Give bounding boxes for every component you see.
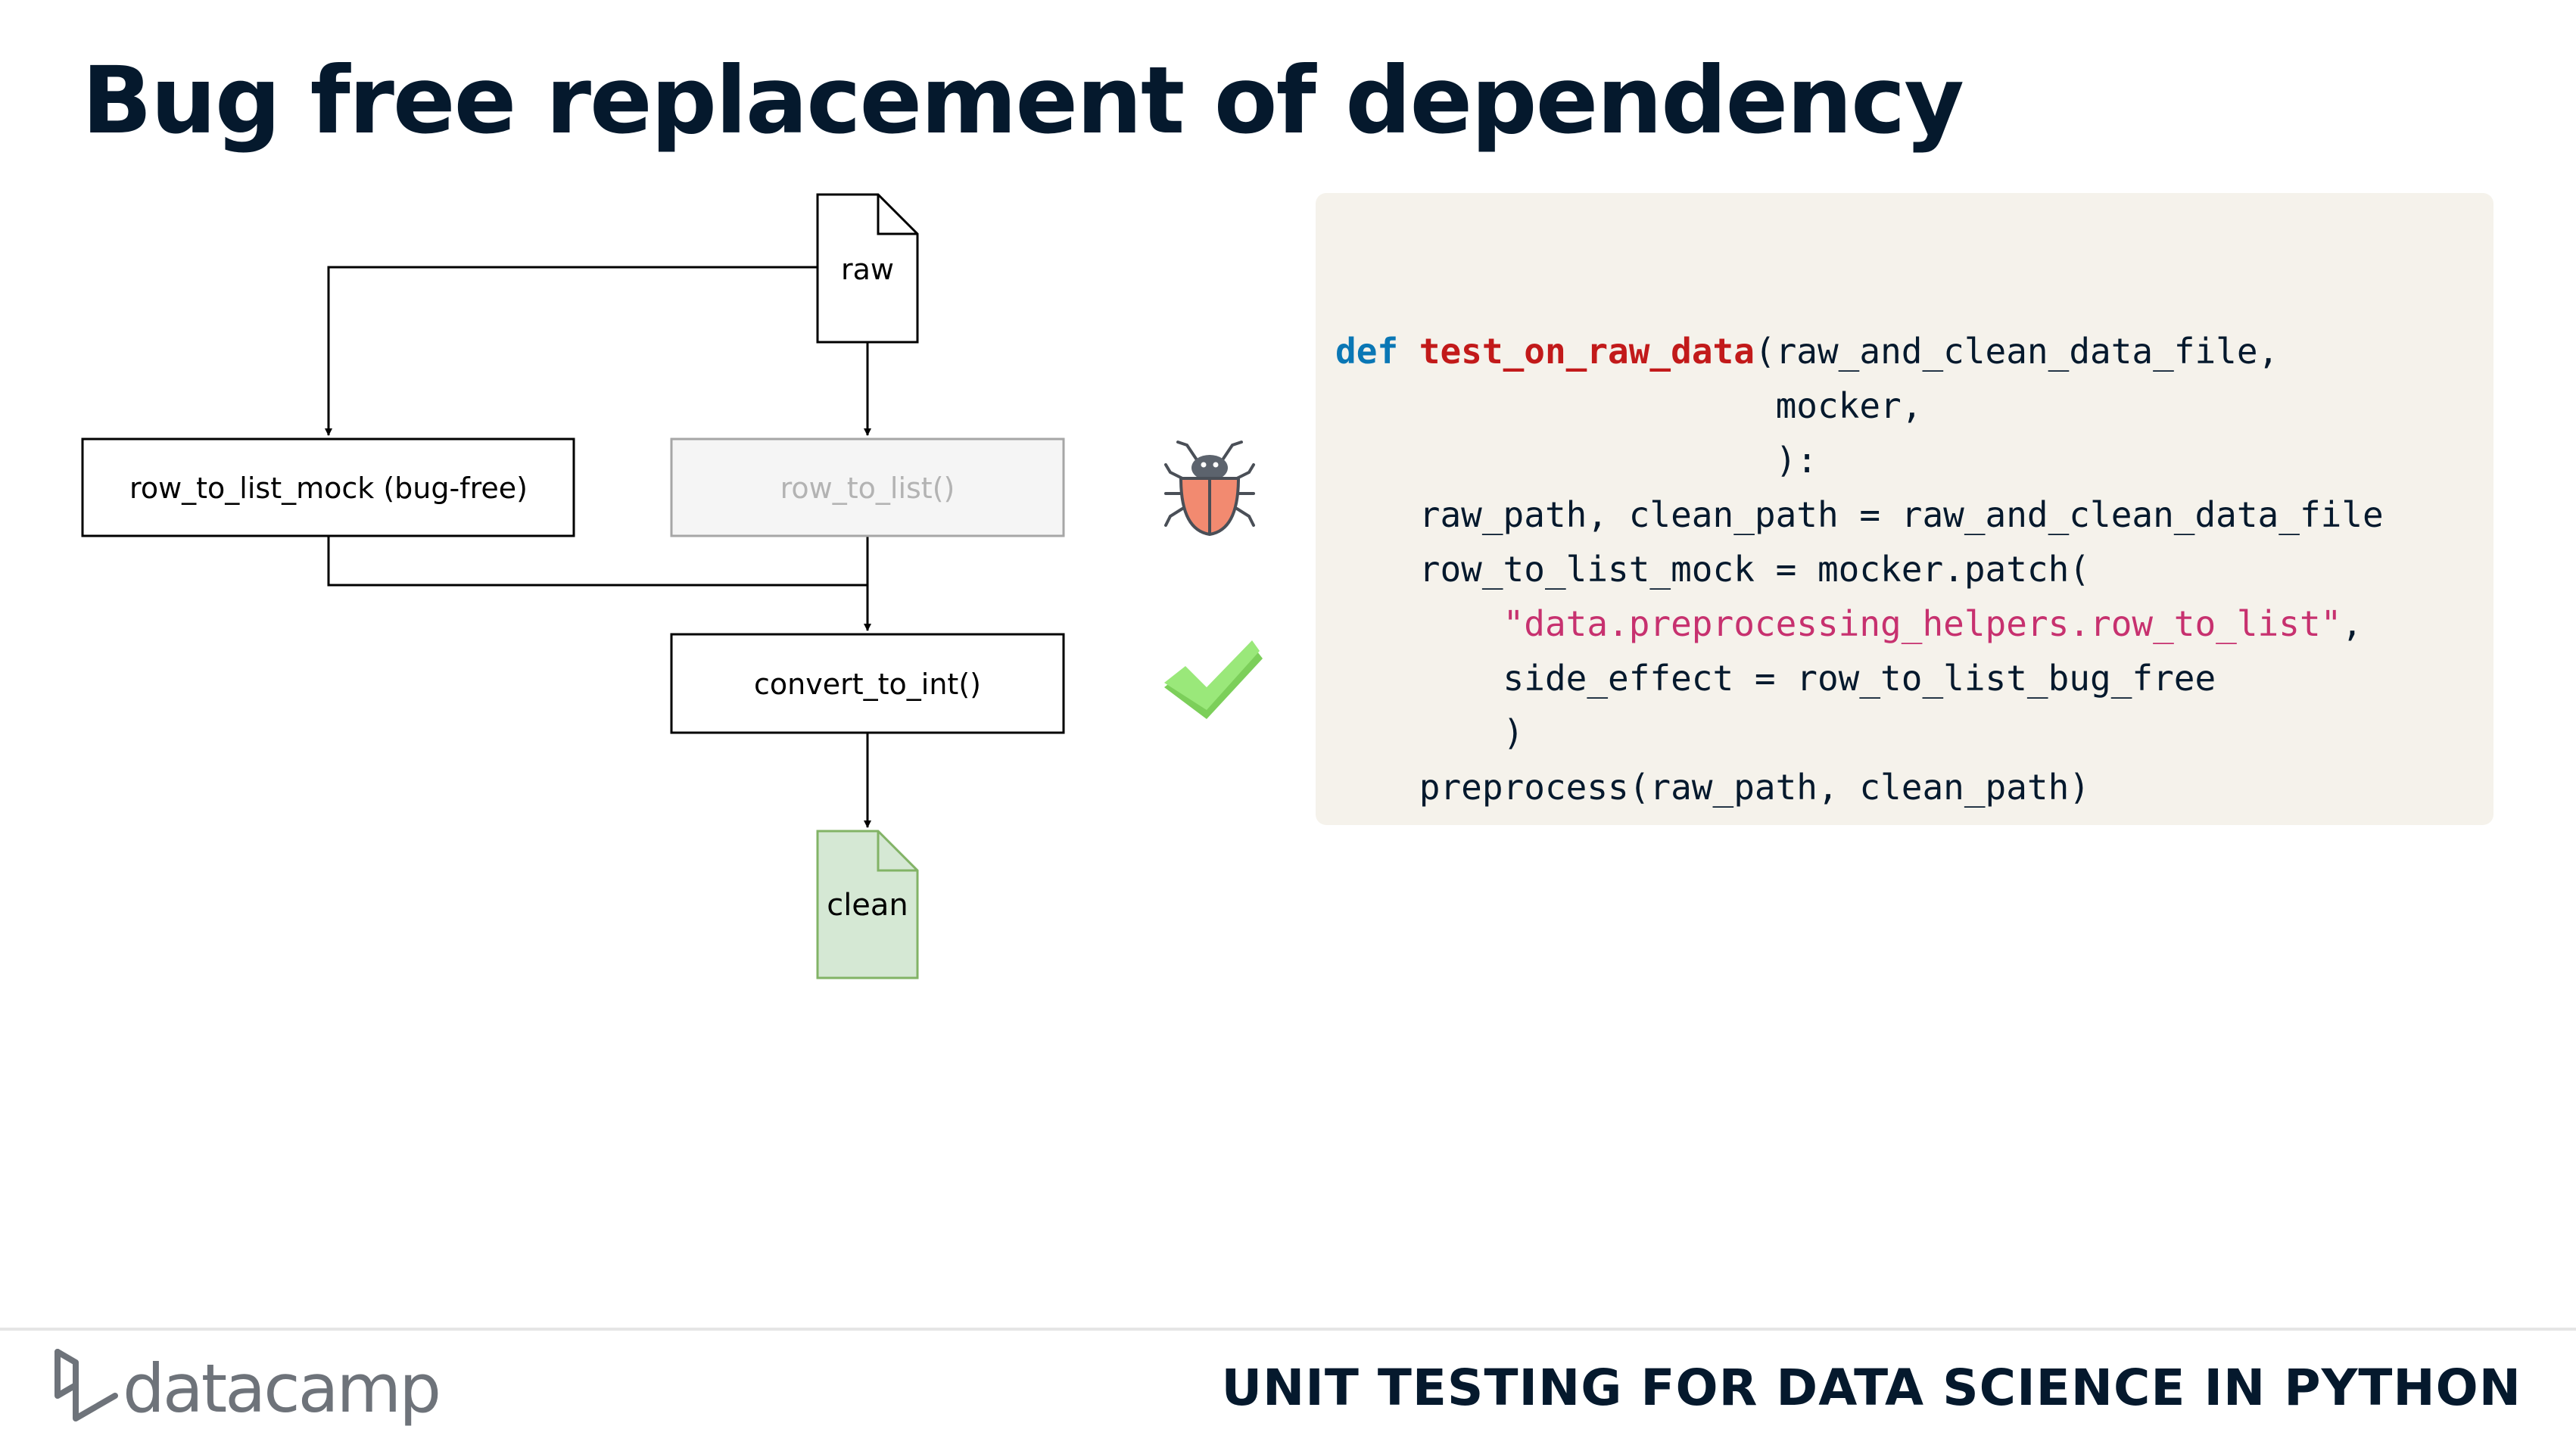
footer-divider (0, 1328, 2576, 1331)
convert-label: convert_to_int() (754, 668, 981, 701)
code-token: (raw_and_clean_data_file, (1754, 331, 2279, 372)
code-line: mocker, (1335, 385, 1923, 426)
code-panel: def test_on_raw_data(raw_and_clean_data_… (1316, 193, 2493, 825)
code-token: "data.preprocessing_helpers.row_to_list" (1503, 603, 2342, 644)
clean-document: clean (816, 830, 919, 979)
edge-mock-to-convert (327, 536, 867, 587)
code-token (1335, 603, 1503, 644)
code-token: side_effect = row_to_list_bug_free (1335, 658, 2216, 699)
datacamp-logo-icon (55, 1349, 118, 1421)
code-line: "data.preprocessing_helpers.row_to_list"… (1335, 603, 2363, 644)
code-token: ): (1335, 440, 1818, 481)
code-token: mocker, (1335, 385, 1923, 426)
edge-raw-to-mock (325, 266, 818, 436)
code-token: def (1335, 331, 1399, 372)
code-token (1398, 331, 1419, 372)
connectors (325, 266, 871, 828)
code-line: ) (1335, 712, 1525, 753)
slide-title: Bug free replacement of dependency (82, 47, 1964, 154)
raw-document: raw (816, 193, 919, 344)
code-token: , (2341, 603, 2363, 644)
convert-node: convert_to_int() (670, 633, 1065, 734)
mock-node: row_to_list_mock (bug-free) (81, 437, 575, 537)
checkmark-icon (1164, 640, 1263, 719)
code-block: def test_on_raw_data(raw_and_clean_data_… (1335, 324, 2384, 814)
mock-label: row_to_list_mock (bug-free) (129, 472, 528, 505)
code-token: ) (1335, 712, 1525, 753)
raw-label: raw (841, 253, 894, 286)
bug-icon (1164, 441, 1255, 537)
code-line: preprocess(raw_path, clean_path) (1335, 767, 2090, 808)
code-token: row_to_list_mock = mocker.patch( (1335, 549, 2090, 590)
original-label: row_to_list() (780, 472, 955, 505)
clean-label: clean (827, 888, 908, 923)
code-line: raw_path, clean_path = raw_and_clean_dat… (1335, 494, 2384, 535)
flow-diagram: raw row_to_list_mock (bug-free) row_to_l… (81, 193, 1263, 979)
course-title: UNIT TESTING FOR DATA SCIENCE IN PYTHON (1221, 1359, 2521, 1417)
original-node: row_to_list() (670, 437, 1065, 537)
brand-name: datacamp (123, 1350, 441, 1428)
code-line: def test_on_raw_data(raw_and_clean_data_… (1335, 331, 2279, 372)
code-line: row_to_list_mock = mocker.patch( (1335, 549, 2090, 590)
code-line: ): (1335, 440, 1818, 481)
code-token: test_on_raw_data (1419, 331, 1755, 372)
code-token: preprocess(raw_path, clean_path) (1335, 767, 2090, 808)
code-line: side_effect = row_to_list_bug_free (1335, 658, 2216, 699)
code-token: raw_path, clean_path = raw_and_clean_dat… (1335, 494, 2384, 535)
